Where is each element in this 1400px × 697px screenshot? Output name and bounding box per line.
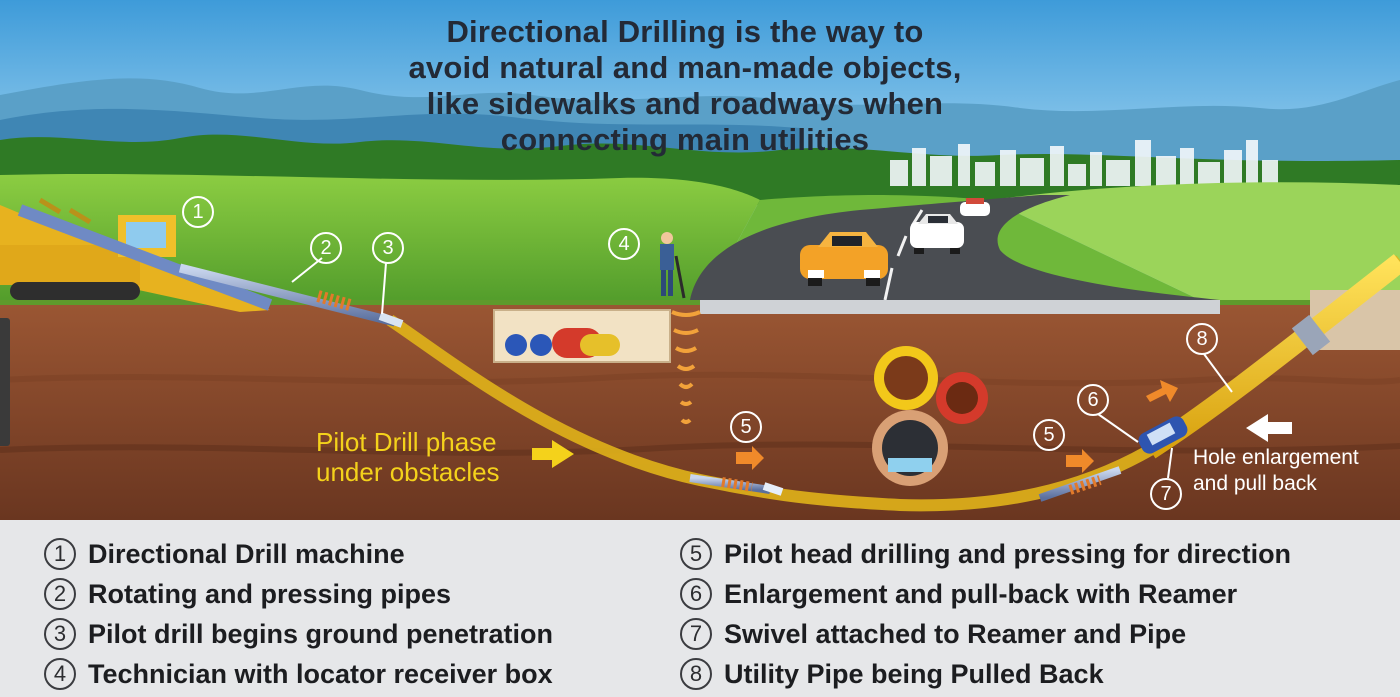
field-right	[990, 182, 1400, 300]
drill-pipe	[178, 263, 397, 327]
pullback-label-line-2: and pull back	[1193, 472, 1317, 495]
pullback-label-line-1: Hole enlargement	[1193, 446, 1359, 469]
pilot-phase-label-line-1: Pilot Drill phase	[316, 427, 497, 457]
callout-2: 2	[310, 232, 342, 264]
callout-1: 1	[182, 196, 214, 228]
arrow-right-icon	[1066, 449, 1094, 473]
callout-7: 7	[1150, 478, 1182, 510]
callout-5-reamer: 5	[1033, 419, 1065, 451]
car-icon	[800, 232, 888, 286]
legend-label: Pilot head drilling and pressing for dir…	[724, 538, 1292, 569]
reamer-head	[1038, 416, 1188, 502]
car-icon	[960, 198, 990, 216]
legend-item-5: 5 Pilot head drilling and pressing for d…	[680, 534, 1291, 574]
legend-item-7: 7 Swivel attached to Reamer and Pipe	[680, 614, 1186, 654]
arrow-right-icon	[532, 440, 574, 468]
legend-label: Enlargement and pull-back with Reamer	[724, 578, 1238, 609]
legend-number: 3	[44, 618, 76, 650]
pilot-phase-label-line-2: under obstacles	[316, 457, 500, 487]
large-pipes	[872, 346, 988, 486]
callout-4: 4	[608, 228, 640, 260]
arrow-right-icon	[736, 446, 764, 470]
car-icon	[910, 214, 964, 254]
legend-label: Utility Pipe being Pulled Back	[724, 658, 1104, 689]
legend-number: 8	[680, 658, 712, 690]
city-skyline-icon	[890, 140, 1278, 186]
legend-item-6: 6 Enlargement and pull-back with Reamer	[680, 574, 1237, 614]
technician-icon	[660, 232, 686, 299]
legend-number: 4	[44, 658, 76, 690]
arrow-left-icon	[1146, 380, 1178, 402]
legend-label: Directional Drill machine	[88, 538, 405, 569]
legend-label: Swivel attached to Reamer and Pipe	[724, 618, 1187, 649]
diagram-title-line-1: Directional Drilling is the way to	[446, 14, 924, 49]
side-scroll-tab[interactable]	[0, 318, 10, 446]
legend-number: 7	[680, 618, 712, 650]
utility-vault	[493, 309, 671, 363]
legend-item-4: 4 Technician with locator receiver box	[44, 654, 553, 694]
arrow-left-icon	[1246, 414, 1292, 442]
diagram-title-line-4: connecting main utilities	[500, 122, 870, 157]
legend-label: Technician with locator receiver box	[88, 658, 553, 689]
locator-signal	[671, 310, 701, 424]
legend-item-1: 1 Directional Drill machine	[44, 534, 405, 574]
callout-8: 8	[1186, 323, 1218, 355]
legend-item-2: 2 Rotating and pressing pipes	[44, 574, 451, 614]
legend-number: 1	[44, 538, 76, 570]
drilling-scene	[0, 0, 1400, 520]
drill-machine-icon	[0, 197, 273, 312]
pilot-drill-head	[689, 474, 784, 496]
legend-number: 5	[680, 538, 712, 570]
legend-item-8: 8 Utility Pipe being Pulled Back	[680, 654, 1104, 694]
legend-label: Rotating and pressing pipes	[88, 578, 452, 609]
legend-label: Pilot drill begins ground penetration	[88, 618, 553, 649]
callout-6: 6	[1077, 384, 1109, 416]
diagram-title-line-3: like sidewalks and roadways when	[426, 86, 944, 121]
callout-5-pilot: 5	[730, 411, 762, 443]
legend-number: 6	[680, 578, 712, 610]
callout-3: 3	[372, 232, 404, 264]
diagram-title-line-2: avoid natural and man-made objects,	[408, 50, 962, 85]
legend-number: 2	[44, 578, 76, 610]
legend-item-3: 3 Pilot drill begins ground penetration	[44, 614, 553, 654]
legend-panel: 1 Directional Drill machine 2 Rotating a…	[0, 520, 1400, 697]
